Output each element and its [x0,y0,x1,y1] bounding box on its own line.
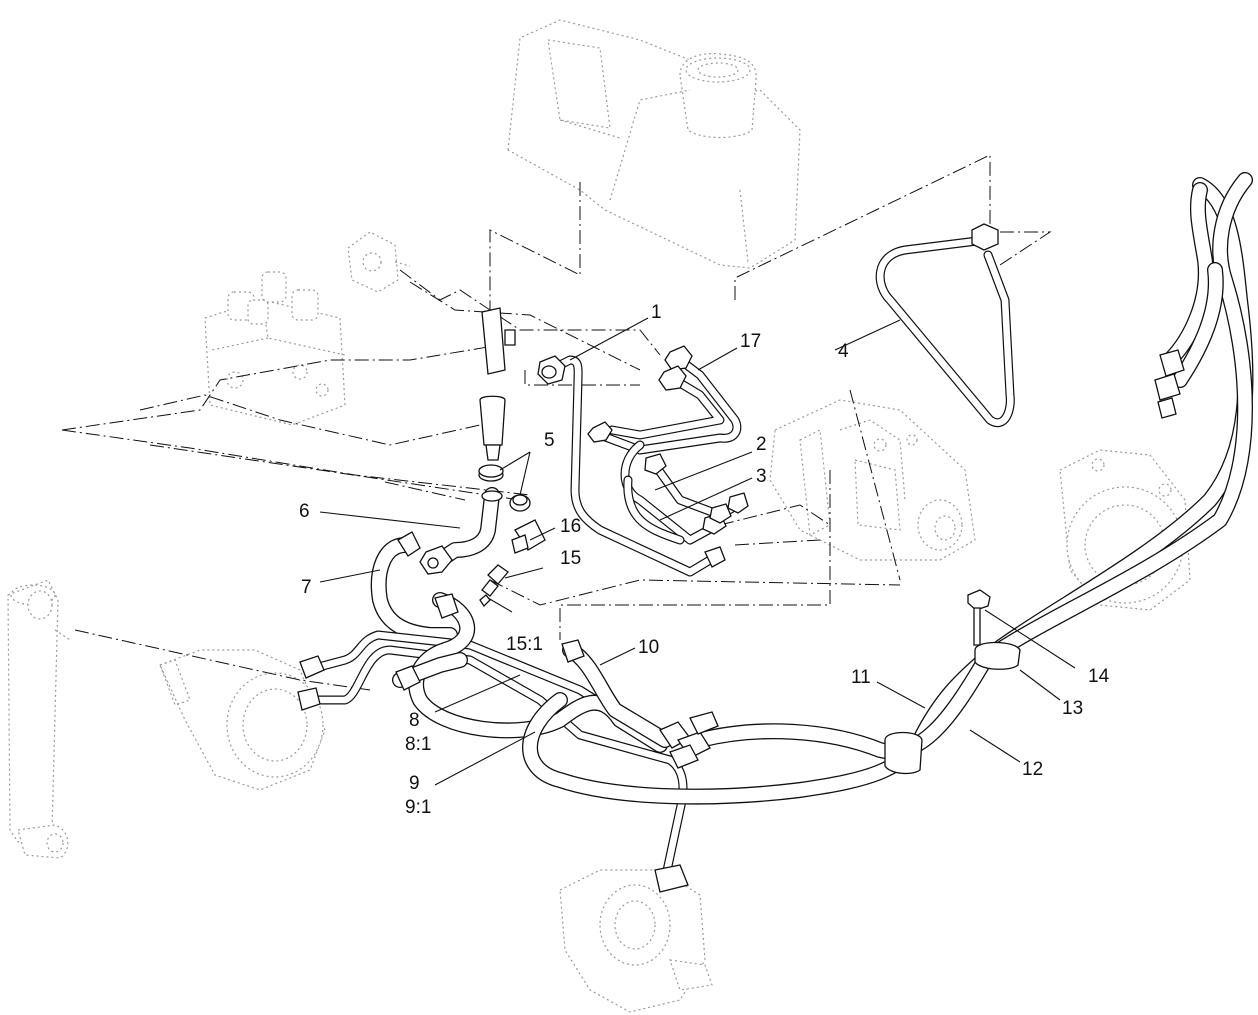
part-13-clamp [884,641,1021,775]
part-11-12-long-hoses [522,172,1254,805]
callout-15: 15 [560,548,581,569]
callout-12: 12 [1022,759,1043,780]
callout-8-sub: 8:1 [405,734,431,755]
part-2-tube [644,453,749,520]
callout-3: 3 [756,466,767,487]
rear-fitting-cluster [659,711,719,769]
part-15-fitting [479,564,509,608]
part-1-tube [537,355,726,577]
callout-8: 8 [409,710,420,731]
callout-13: 13 [1062,698,1083,719]
callout-9-sub: 9:1 [405,797,431,818]
part-7-hose [370,531,458,643]
hydraulic-tank-ghost [507,19,801,269]
rear-center-wheel-motor-ghost [559,869,713,1013]
callout-5: 5 [544,430,555,451]
callout-2: 2 [756,434,767,455]
part-3-tube [620,440,732,545]
valve-fitting-stack [479,307,516,461]
part-17-tube [587,345,742,455]
assembly-centerlines [61,154,1052,691]
callout-7: 7 [301,577,312,598]
part-6-hose-elbow [419,487,503,575]
callout-labels: 1 2 3 4 5 6 7 8 8:1 9 9:1 10 11 12 13 14… [299,302,1110,818]
part-5-clamps [478,464,531,512]
hydrostatic-pump-ghost [769,399,976,561]
part-8-tube [299,630,665,745]
callout-6: 6 [299,501,310,522]
callout-16: 16 [560,516,581,537]
small-valve-ghost [347,231,411,293]
rear-left-wheel-motor-ghost [159,649,326,791]
part-10-hose [392,592,673,753]
part-4-tube [875,223,1015,427]
callout-10: 10 [638,637,659,658]
callout-4: 4 [838,341,849,362]
callout-11: 11 [851,667,871,688]
callout-leaders [319,317,1076,786]
callout-15-sub: 15:1 [506,634,543,655]
part-14-bolt [967,589,991,646]
part-16-clip [511,519,546,554]
callout-1: 1 [651,302,662,323]
lift-cylinder-ghost [7,579,71,859]
control-valve-manifold-ghost [204,271,346,426]
callout-9: 9 [409,773,420,794]
callout-17: 17 [740,331,761,352]
callout-14: 14 [1088,666,1110,687]
